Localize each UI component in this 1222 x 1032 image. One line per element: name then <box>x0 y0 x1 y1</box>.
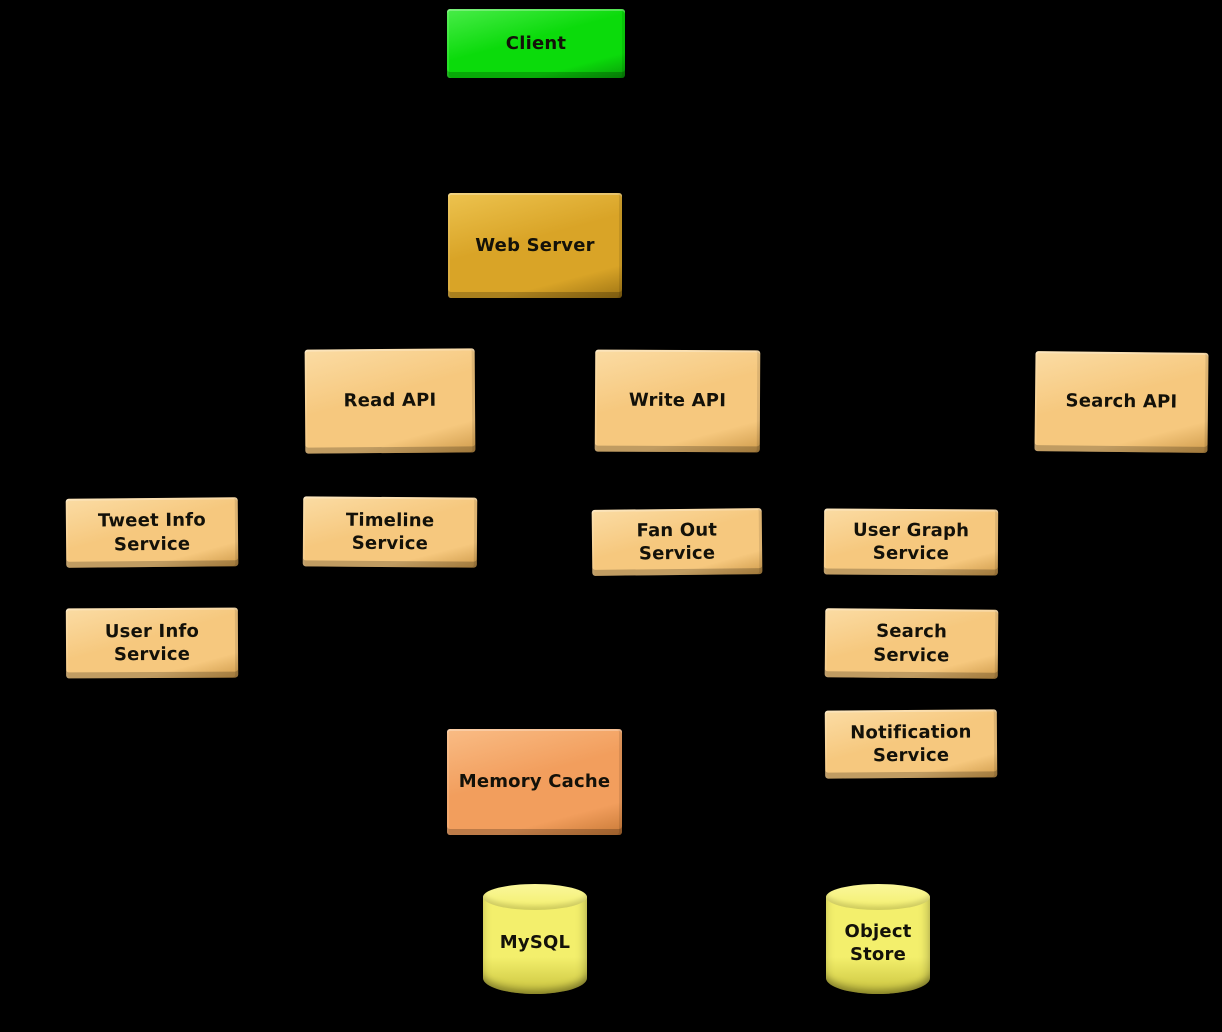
node-label: Tweet Info Service <box>97 509 206 555</box>
node-label: MySQL <box>499 932 571 954</box>
node-web-server: Web Server <box>448 193 622 298</box>
node-label: Web Server <box>475 234 595 256</box>
node-memory-cache: Memory Cache <box>447 729 622 835</box>
node-tweet-info-service: Tweet Info Service <box>65 497 239 568</box>
node-user-info-service: User Info Service <box>65 607 239 679</box>
node-label: User Graph Service <box>852 519 970 565</box>
node-fan-out-service: Fan Out Service <box>591 508 763 576</box>
node-label: Search Service <box>873 620 950 666</box>
node-label: Write API <box>628 390 727 412</box>
node-read-api: Read API <box>304 348 476 454</box>
node-label: User Info Service <box>104 620 200 666</box>
node-label: Notification Service <box>850 721 972 767</box>
node-label: Fan Out Service <box>636 519 718 565</box>
node-notification-service: Notification Service <box>824 709 998 779</box>
cylinder-body <box>826 897 930 994</box>
node-object-store: Object Store <box>826 884 930 994</box>
node-timeline-service: Timeline Service <box>302 496 478 568</box>
cylinder-top <box>483 884 587 910</box>
node-label: Memory Cache <box>458 771 611 793</box>
node-label: Search API <box>1065 390 1178 413</box>
node-label: Client <box>505 32 567 54</box>
node-user-graph-service: User Graph Service <box>823 508 999 576</box>
node-label: Object Store <box>844 920 912 965</box>
node-label: Read API <box>343 389 437 412</box>
cylinder-body <box>483 897 587 994</box>
node-search-api: Search API <box>1034 351 1209 453</box>
cylinder-top <box>826 884 930 910</box>
node-label: Timeline Service <box>345 509 435 555</box>
node-search-service: Search Service <box>824 608 999 679</box>
node-mysql: MySQL <box>483 884 587 994</box>
node-client: Client <box>447 9 625 78</box>
node-write-api: Write API <box>594 349 761 453</box>
